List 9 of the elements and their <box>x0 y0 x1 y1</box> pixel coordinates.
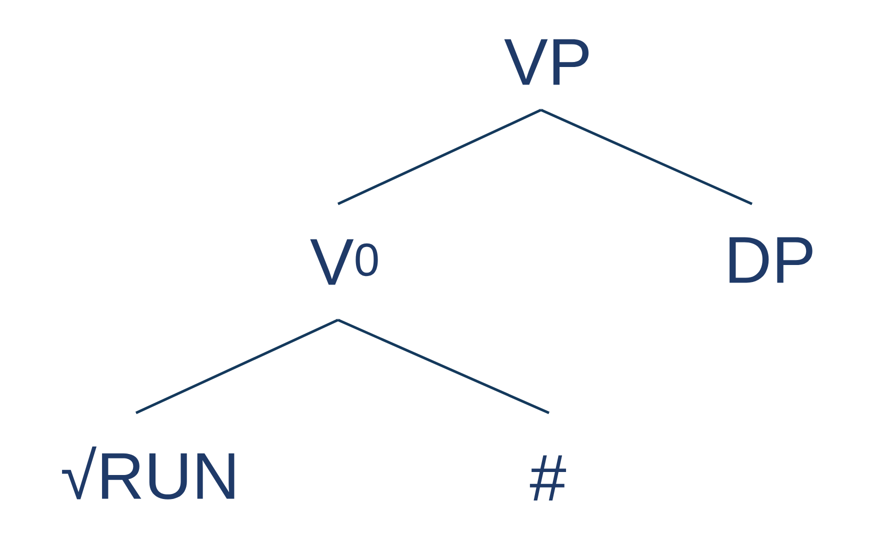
tree-node-label: VP <box>504 39 589 85</box>
tree-node-label: # <box>530 455 566 501</box>
tree-branch-line <box>540 108 753 206</box>
tree-node-label: DP <box>730 237 812 283</box>
tree-branch-line <box>135 318 339 414</box>
tree-node-label: V$^{0}$ <box>310 239 378 285</box>
tree-node-label: √RUN <box>62 446 234 500</box>
tree-branch-line <box>337 108 542 206</box>
tree-branch-line <box>337 318 550 414</box>
